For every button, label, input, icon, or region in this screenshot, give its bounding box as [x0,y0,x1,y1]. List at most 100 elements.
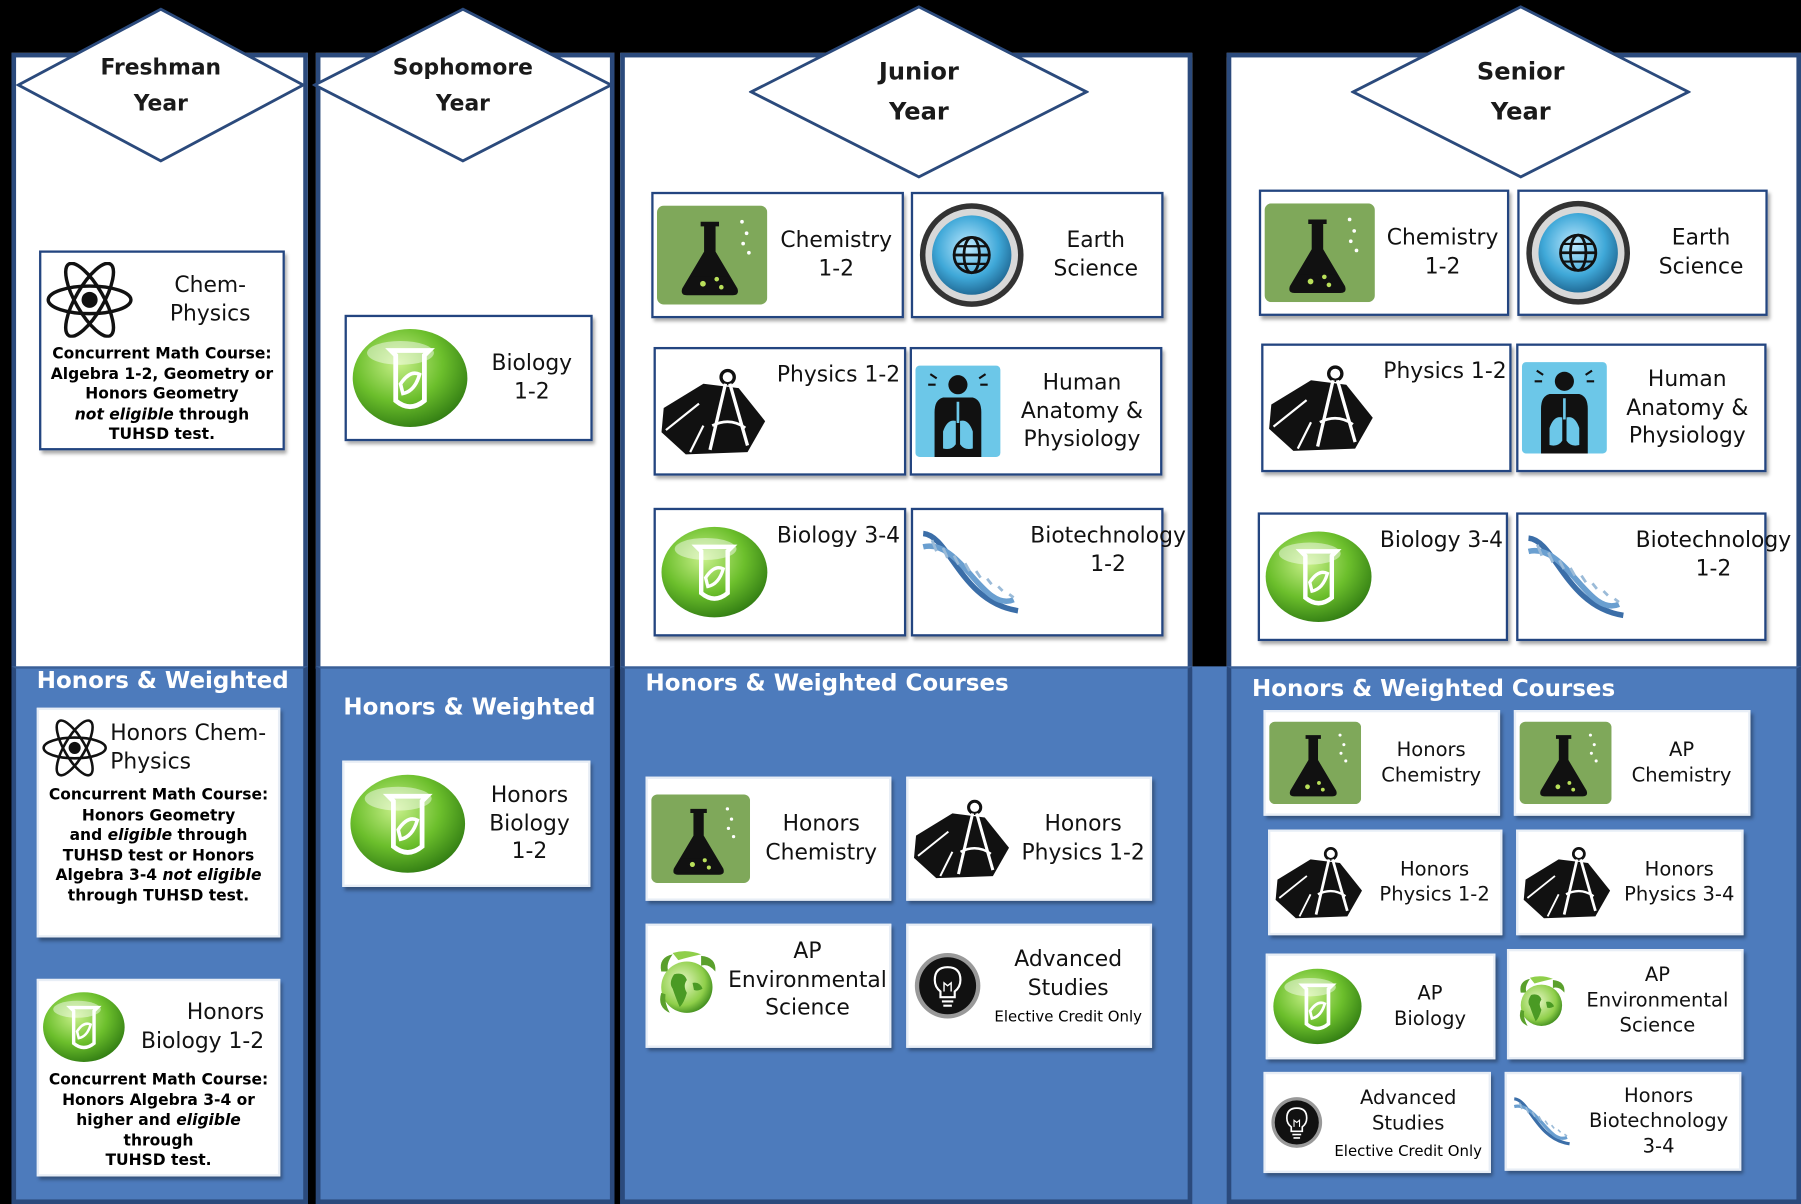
course-title: Physics 1-2 [1383,358,1507,384]
beaker-leaf-icon [1268,963,1367,1050]
diamond-shape [16,7,306,163]
course-card-chem-physics: Chem- Physics Concurrent Math Course: Al… [39,250,285,451]
course-card-biotechnology-1-2: Biotechnology 1-2 [1516,512,1791,642]
course-title: Human Anatomy & Physiology [1626,366,1749,449]
year-label-line2: Year [133,90,188,117]
note-emphasis: not eligible [162,866,262,885]
year-label-line2: Year [888,97,949,126]
course-title: Honors Physics 1-2 [1379,858,1490,907]
senior-year-header: Senior Year [1350,5,1691,180]
course-title: Earth Science [1658,225,1744,280]
course-card-ap-environmental-science: AP Environmental Science [645,923,892,1048]
senior-honors-label: Honors & Weighted Courses [1251,674,1616,702]
year-label-line1: Junior [878,57,959,86]
junior-honors-label: Honors & Weighted Courses [645,668,1009,697]
compass-rock-icon [1263,356,1380,459]
year-label-line2: Year [1490,97,1551,126]
atom-icon [39,715,110,782]
course-card-human-anatomy-physiology: Human Anatomy & Physiology [909,346,1163,476]
course-title: Advanced Studies [1359,1086,1457,1136]
course-card-earth-science: Earth Science [1517,189,1768,316]
compass-rock-icon [909,789,1017,888]
flask-icon [1516,719,1615,806]
note-line: higher and [76,1111,177,1130]
compass-rock-icon [656,360,773,463]
flask-icon [1266,719,1365,806]
note-line: Algebra 3-4 [55,866,163,885]
course-title: Honors Physics 3-4 [1624,858,1735,907]
junior-year-header: Junior Year [748,5,1089,180]
course-title: AP Environmental Science [728,938,887,1021]
flask-icon [648,792,754,886]
course-title: Advanced Studies [1014,946,1123,1001]
beaker-leaf-icon [1260,525,1377,628]
lungs-icon [1518,358,1610,457]
atom-icon [41,260,137,340]
note-emphasis: not eligible [74,405,174,424]
note-line: Honors Geometry [85,384,239,404]
dna-icon [1518,525,1635,628]
course-title: Honors Biotechnology 3-4 [1588,1084,1729,1159]
earth-leaf-icon [1509,971,1573,1038]
note-line: TUHSD test. [108,425,215,444]
note-line: through [173,405,250,424]
course-title: Biology 1-2 [491,350,573,405]
course-card-honors-biology-freshman: Honors Biology 1-2 Concurrent Math Cours… [36,978,281,1177]
course-title: Chem- Physics [169,272,251,327]
course-title: Chemistry 1-2 [1386,225,1499,280]
note-line: TUHSD test or Honors [62,846,255,865]
note-line: through [172,826,248,845]
beaker-leaf-icon [39,988,129,1066]
note-line: and [69,826,108,845]
course-card-honors-chem-physics: Honors Chem- Physics Concurrent Math Cou… [36,707,281,938]
course-card-honors-biotechnology-3-4: Honors Biotechnology 3-4 [1504,1071,1742,1171]
freshman-year-header: Freshman Year [16,7,306,163]
atom-icon [46,261,133,338]
year-label-line1: Sophomore [392,55,533,81]
note-line: Honors Algebra 3-4 or [62,1090,255,1110]
course-card-physics-1-2: Physics 1-2 [1261,343,1512,473]
course-card-chemistry-1-2: Chemistry 1-2 [1258,189,1510,316]
note-line: through [123,1131,194,1150]
note-line: Concurrent Math Course: [52,344,272,364]
course-title: Physics 1-2 [776,361,901,388]
compass-rock-icon [1518,839,1617,926]
lightbulb-icon [909,948,987,1024]
course-title: Biotechnology 1-2 [1030,522,1186,577]
course-card-biotechnology-1-2: Biotechnology 1-2 [910,507,1186,637]
year-label-line1: Freshman [100,55,222,81]
lightbulb-icon [1266,1093,1328,1153]
dna-icon [913,520,1030,623]
elective-credit-note: Elective Credit Only [1334,1143,1482,1161]
course-title: Biology 3-4 [776,522,901,549]
beaker-leaf-icon [350,774,466,873]
dna-icon [1507,1087,1578,1156]
course-note: Concurrent Math Course: Algebra 1-2, Geo… [41,345,282,446]
sophomore-honors-band [315,666,615,1204]
beaker-leaf-icon [43,992,125,1062]
beaker-leaf-icon [347,321,473,436]
course-title: Human Anatomy & Physiology [1020,369,1144,452]
course-card-physics-1-2: Physics 1-2 [653,346,907,476]
course-title: Honors Biology 1-2 [489,782,570,865]
course-card-biology-3-4: Biology 3-4 [653,507,907,637]
freshman-honors-label: Honors & Weighted [36,666,289,694]
course-card-biology-1-2: Biology 1-2 [344,314,593,442]
course-note: Concurrent Math Course: Honors Geometry … [39,786,278,907]
course-card-honors-biology-sophomore: Honors Biology 1-2 [342,760,591,887]
lungs-icon [912,362,1004,461]
note-line: Algebra 1-2, Geometry or [50,364,274,384]
course-title: Honors Chem- Physics [110,720,267,775]
course-card-biology-3-4: Biology 3-4 [1257,512,1509,642]
globe-icon [1520,195,1637,310]
note-emphasis: eligible [107,826,173,845]
globe-icon [913,198,1030,313]
earth-leaf-icon [648,948,726,1024]
diamond-shape [312,7,614,163]
beaker-leaf-icon [352,328,468,427]
note-emphasis: eligible [176,1111,241,1130]
course-title: Honors Chemistry [1381,738,1482,787]
note-line: TUHSD test. [105,1151,212,1170]
